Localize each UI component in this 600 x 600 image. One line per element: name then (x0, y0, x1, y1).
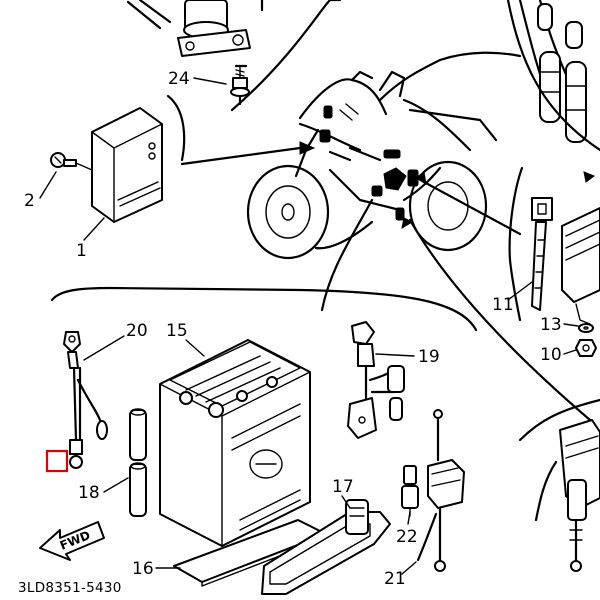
leader-18 (103, 477, 129, 493)
ignition-coil[interactable] (518, 398, 600, 572)
battery-lead-20[interactable] (63, 331, 108, 469)
battery-lead-19[interactable] (347, 321, 405, 439)
fuse-holder-21[interactable] (416, 409, 465, 572)
right-bracket-mid (508, 166, 524, 322)
right-bracket-top (506, 0, 600, 152)
callout-1: 1 (76, 241, 87, 261)
leader-20 (83, 335, 125, 361)
leader-21 (401, 561, 417, 575)
nut-10[interactable] (575, 339, 597, 357)
leader-11 (507, 281, 533, 301)
callout-20: 20 (126, 321, 148, 341)
breather-tube-18[interactable] (129, 408, 147, 517)
leader-13 (563, 323, 579, 327)
callout-22: 22 (396, 527, 418, 547)
battery-15[interactable] (159, 339, 311, 547)
callout-13: 13 (540, 315, 562, 335)
leader-2 (39, 171, 57, 199)
leader-15 (185, 339, 205, 357)
leader-1 (83, 217, 105, 241)
drawing-code: 3LD8351-5430 (18, 580, 122, 596)
highlight-box[interactable] (45, 449, 69, 473)
wire-to-11 (422, 180, 522, 236)
wire-to-coil (408, 218, 592, 422)
callout-24: 24 (168, 69, 190, 89)
bolt-24[interactable] (230, 64, 250, 106)
washer-13[interactable] (578, 323, 594, 333)
leader-10 (563, 349, 577, 355)
cable-tie-11[interactable] (531, 197, 553, 311)
callout-16: 16 (132, 559, 154, 579)
group-bracket-top (166, 94, 186, 162)
callout-15: 15 (166, 321, 188, 341)
forward-direction-arrow: FWD (39, 521, 105, 561)
relay-assembly[interactable] (126, 0, 264, 57)
spark-plug-cap-assembly[interactable] (518, 0, 587, 143)
control-unit-1[interactable] (91, 107, 163, 223)
callout-17: 17 (332, 477, 354, 497)
screw-2[interactable] (50, 152, 93, 171)
battery-band-17[interactable] (261, 499, 391, 595)
callout-21: 21 (384, 569, 406, 589)
callout-19: 19 (418, 347, 440, 367)
callout-18: 18 (78, 483, 100, 503)
rectifier-regulator[interactable] (561, 207, 600, 325)
battery-group-bracket (50, 286, 478, 332)
callout-10: 10 (540, 345, 562, 365)
leader-17 (341, 495, 351, 509)
pointer-line-1 (180, 146, 302, 166)
wire-arc-right (378, 51, 522, 102)
motorcycle-locator (246, 70, 498, 260)
wire-arc-top (230, 0, 332, 112)
leader-22 (407, 511, 411, 525)
callout-2: 2 (24, 191, 35, 211)
fuse-22[interactable] (401, 465, 419, 517)
leader-19 (375, 353, 415, 357)
wire-to-battery (320, 198, 374, 312)
leader-24 (193, 77, 227, 85)
